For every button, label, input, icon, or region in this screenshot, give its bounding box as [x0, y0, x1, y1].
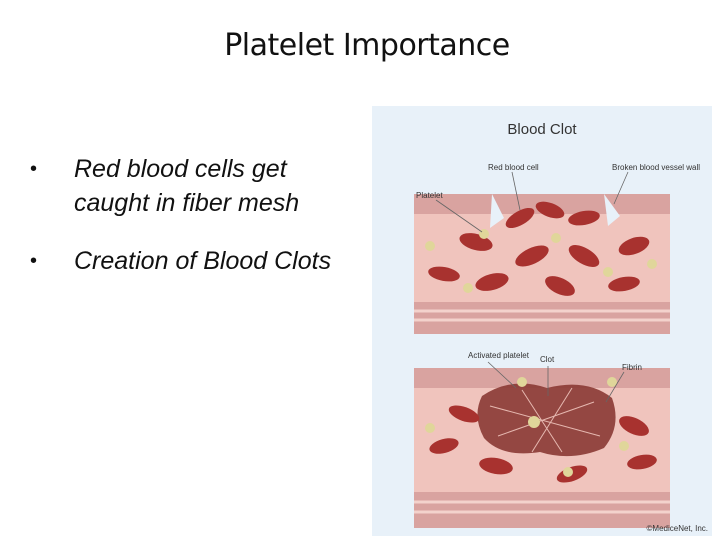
- red-blood-cell: [448, 405, 480, 423]
- fibrin-strands: [489, 387, 601, 453]
- vessel-wall-bottom: [414, 492, 670, 528]
- red-blood-cell: [568, 245, 600, 267]
- label-platelet: Platelet: [416, 191, 443, 200]
- vessel-wall-top: [414, 368, 670, 388]
- label-red-blood-cell: Red blood cell: [488, 163, 539, 172]
- slide-title: Platelet Importance: [224, 28, 510, 63]
- platelet-dot: [603, 267, 613, 277]
- red-blood-cell: [568, 210, 600, 226]
- bullet-list: • Red blood cells get caught in fiber me…: [30, 152, 360, 302]
- clot-mass: [477, 383, 616, 457]
- bottom-vessel-panel: Activated platelet Clot Fibrin: [414, 351, 670, 528]
- top-vessel-panel: Red blood cell Broken blood vessel wall …: [414, 163, 700, 334]
- label-pointer: [613, 171, 629, 205]
- red-blood-cell: [505, 207, 535, 229]
- platelet-dot: [551, 233, 561, 243]
- figure-title: Blood Clot: [507, 121, 577, 138]
- label-broken-vessel-wall: Broken blood vessel wall: [612, 163, 700, 172]
- label-activated-platelet: Activated platelet: [468, 351, 530, 360]
- label-pointer: [487, 361, 517, 389]
- broken-wall-gap: [604, 194, 620, 226]
- red-blood-cell: [619, 416, 649, 436]
- red-blood-cell: [428, 266, 460, 282]
- activated-platelet-dot: [528, 416, 540, 428]
- red-blood-cell: [627, 454, 657, 470]
- platelet-dot: [425, 241, 435, 251]
- red-blood-cell: [515, 245, 549, 267]
- platelet-dot: [563, 467, 573, 477]
- red-blood-cell: [479, 457, 513, 475]
- platelet-dot: [425, 423, 435, 433]
- platelet-dot: [619, 441, 629, 451]
- platelet-dot: [463, 283, 473, 293]
- red-blood-cell: [545, 276, 575, 296]
- label-clot: Clot: [540, 355, 555, 364]
- bullet-text: Creation of Blood Clots: [74, 247, 332, 275]
- broken-wall-gap: [490, 194, 504, 228]
- bullet-text: Red blood cells get caught in fiber mesh: [74, 155, 300, 217]
- bullet-item: • Red blood cells get caught in fiber me…: [30, 152, 360, 220]
- label-fibrin: Fibrin: [622, 363, 642, 372]
- platelet-dot: [647, 259, 657, 269]
- red-blood-cell: [608, 276, 640, 292]
- red-blood-cell: [429, 438, 459, 454]
- label-pointer: [605, 371, 625, 403]
- label-pointer: [435, 199, 483, 233]
- blood-clot-illustration: Blood Clot Red blood cell Broken blood v…: [372, 106, 712, 536]
- label-pointer: [511, 171, 521, 211]
- red-blood-cell: [475, 273, 509, 291]
- red-blood-cell: [618, 236, 650, 256]
- platelet-dot: [517, 377, 527, 387]
- bullet-dot-icon: •: [30, 158, 38, 180]
- red-blood-cell: [535, 201, 565, 219]
- platelet-dot: [607, 377, 617, 387]
- copyright-text: ©MediceNet, Inc.: [647, 524, 708, 533]
- vessel-wall-bottom: [414, 302, 670, 334]
- bullet-item: • Creation of Blood Clots: [30, 244, 360, 278]
- bullet-dot-icon: •: [30, 250, 38, 272]
